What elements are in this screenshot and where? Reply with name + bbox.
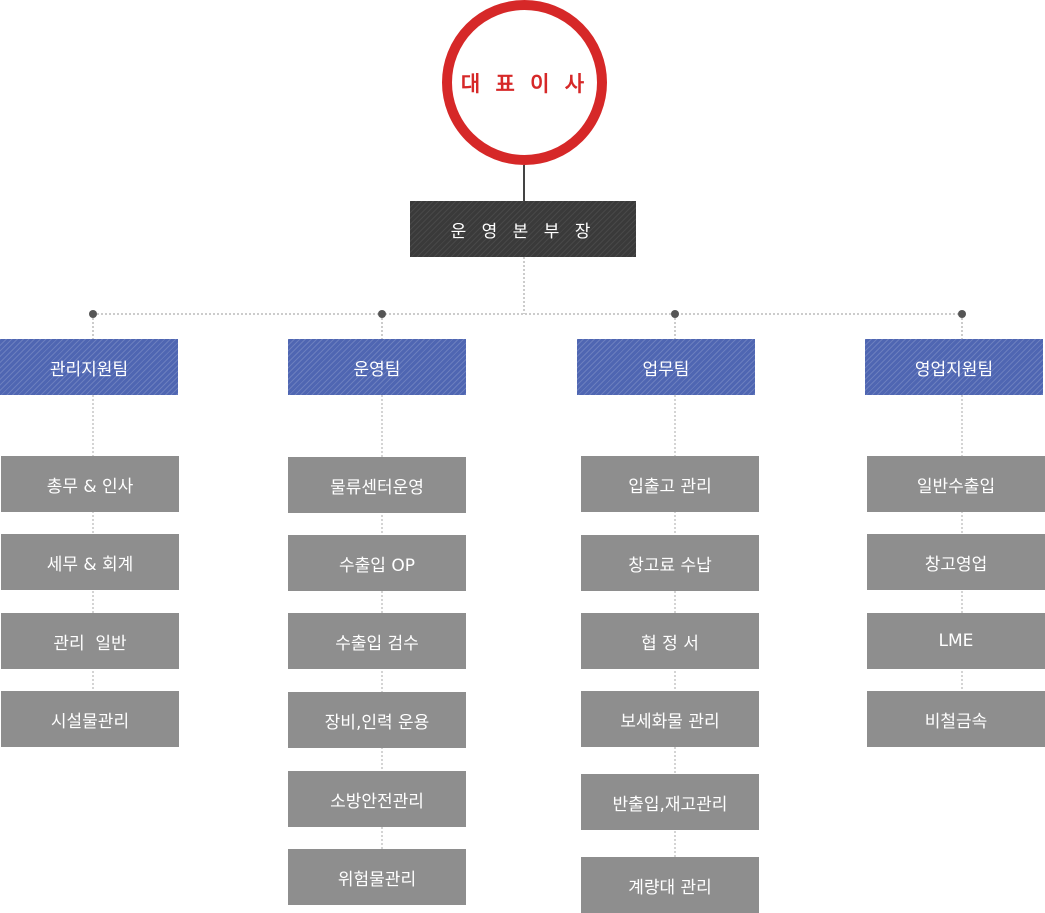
- item-box-1-3: 관리 일반: [1, 613, 179, 669]
- team-dot-4: [958, 310, 966, 318]
- item-box-1-2: 세무 & 회계: [1, 534, 179, 590]
- item-box-4-4: 비철금속: [867, 691, 1045, 747]
- item-box-2-5: 소방안전관리: [288, 771, 466, 827]
- item-label: 장비,인력 운용: [324, 712, 430, 733]
- item-box-3-2: 창고료 수납: [581, 535, 759, 591]
- item-label: 소방안전관리: [330, 791, 424, 812]
- item-box-2-6: 위험물관리: [288, 849, 466, 905]
- team-node-3: 업무팀: [577, 339, 755, 395]
- item-box-2-3: 수출입 검수: [288, 613, 466, 669]
- team-label-4: 영업지원팀: [914, 359, 994, 380]
- item-box-2-4: 장비,인력 운용: [288, 692, 466, 748]
- item-label: 비철금속: [924, 711, 988, 732]
- item-box-1-1: 총무 & 인사: [1, 456, 179, 512]
- item-box-3-5: 반출입,재고관리: [581, 774, 759, 830]
- ceo-node: 대 표 이 사: [442, 0, 607, 165]
- team-dot-2: [378, 310, 386, 318]
- team-node-1: 관리지원팀: [0, 339, 178, 395]
- item-label: 물류센터운영: [330, 477, 424, 498]
- team-dot-3: [671, 310, 679, 318]
- team-label-2: 운영팀: [353, 359, 401, 380]
- item-label: 수출입 검수: [335, 633, 419, 654]
- item-label: 세무 & 회계: [46, 554, 134, 575]
- item-label: 시설물관리: [50, 711, 130, 732]
- team-dot-1: [89, 310, 97, 318]
- item-label: 총무 & 인사: [46, 476, 134, 497]
- item-label: 수출입 OP: [339, 555, 415, 576]
- team-node-2: 운영팀: [288, 339, 466, 395]
- team-label-3: 업무팀: [642, 359, 690, 380]
- item-label: 보세화물 관리: [620, 711, 720, 732]
- item-box-2-2: 수출입 OP: [288, 535, 466, 591]
- item-label: 일반수출입: [916, 476, 996, 497]
- item-box-3-4: 보세화물 관리: [581, 691, 759, 747]
- item-label: 창고료 수납: [628, 555, 712, 576]
- item-label: 위험물관리: [337, 869, 417, 890]
- item-label: 계량대 관리: [628, 877, 712, 898]
- item-box-4-2: 창고영업: [867, 534, 1045, 590]
- item-box-2-1: 물류센터운영: [288, 457, 466, 513]
- ceo-label: 대 표 이 사: [460, 71, 589, 96]
- item-box-3-1: 입출고 관리: [581, 456, 759, 512]
- item-label: 입출고 관리: [628, 476, 712, 497]
- item-label: 반출입,재고관리: [612, 794, 728, 815]
- item-label: LME: [938, 631, 974, 651]
- item-box-4-3: LME: [867, 613, 1045, 669]
- head-label: 운 영 본 부 장: [450, 221, 596, 242]
- item-box-1-4: 시설물관리: [1, 691, 179, 747]
- team-label-1: 관리지원팀: [49, 359, 129, 380]
- team-node-4: 영업지원팀: [865, 339, 1043, 395]
- item-label: 협 정 서: [641, 633, 699, 654]
- item-label: 창고영업: [924, 554, 988, 575]
- item-box-3-3: 협 정 서: [581, 613, 759, 669]
- item-box-4-1: 일반수출입: [867, 456, 1045, 512]
- head-node: 운 영 본 부 장: [410, 201, 636, 257]
- item-label: 관리 일반: [53, 633, 127, 654]
- item-box-3-6: 계량대 관리: [581, 857, 759, 913]
